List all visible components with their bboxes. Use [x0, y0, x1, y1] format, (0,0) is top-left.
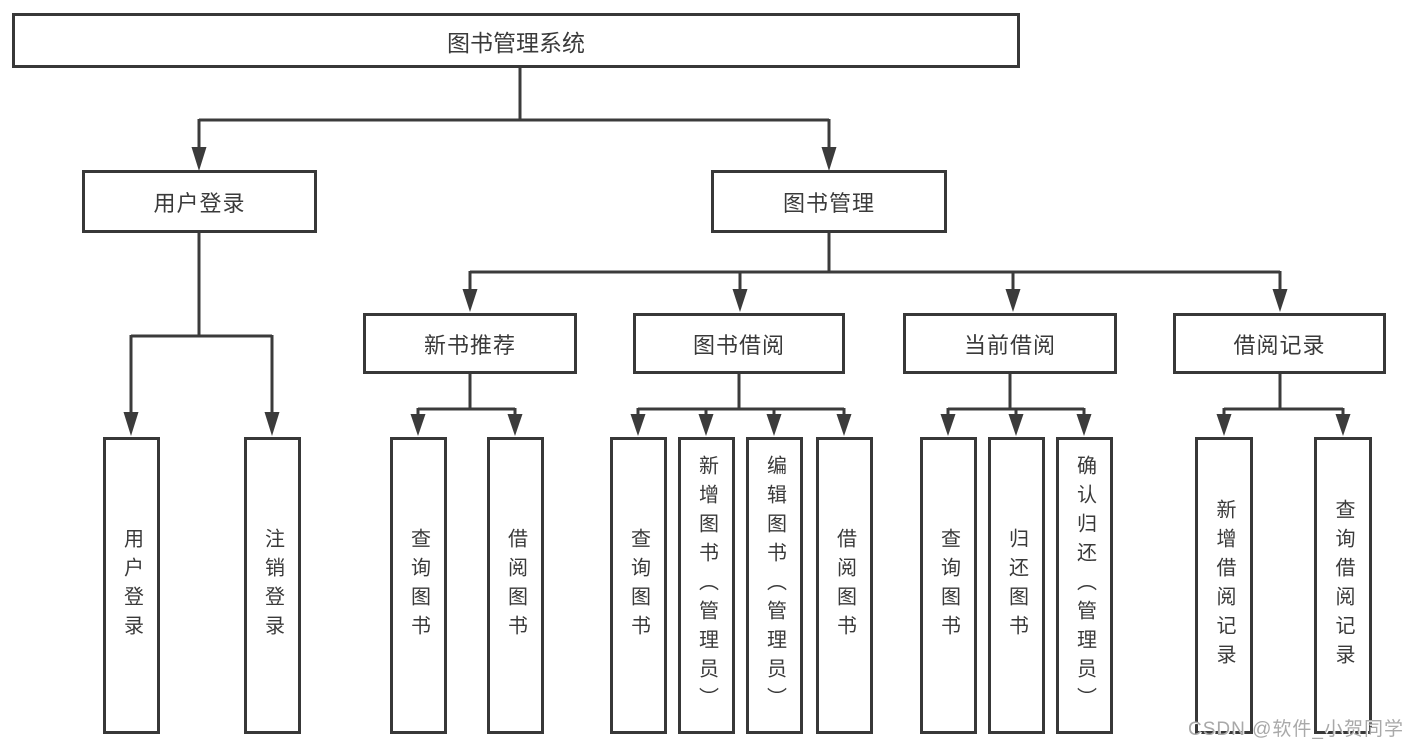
leaf-return-book: 归还图书 — [988, 437, 1045, 734]
leaf-query-book-current: 查询图书 — [920, 437, 977, 734]
arrowhead-icons — [123, 147, 1351, 436]
node-user-login: 用户登录 — [82, 170, 317, 233]
leaf-borrow-book-recommend: 借阅图书 — [487, 437, 544, 734]
node-library-system-root: 图书管理系统 — [12, 13, 1020, 68]
leaf-label: 编辑图书（管理员） — [763, 455, 786, 716]
leaf-label: 借阅图书 — [833, 527, 856, 644]
node-borrowing-records: 借阅记录 — [1173, 313, 1386, 374]
leaf-label: 查询图书 — [407, 527, 430, 644]
leaf-confirm-return-admin: 确认归还（管理员） — [1056, 437, 1113, 734]
leaf-label: 归还图书 — [1005, 527, 1028, 644]
node-label: 新书推荐 — [423, 332, 516, 358]
leaf-add-borrow-record: 新增借阅记录 — [1195, 437, 1253, 734]
leaf-logout: 注销登录 — [244, 437, 301, 734]
leaf-borrow-book: 借阅图书 — [816, 437, 873, 734]
leaf-label: 借阅图书 — [504, 527, 527, 644]
leaf-label: 查询图书 — [937, 527, 960, 644]
leaf-query-borrow-record: 查询借阅记录 — [1314, 437, 1372, 734]
leaf-label: 查询图书 — [627, 527, 650, 644]
node-label: 用户登录 — [153, 190, 246, 216]
node-label: 图书管理系统 — [447, 29, 585, 56]
node-label: 借阅记录 — [1233, 332, 1326, 358]
leaf-user-login: 用户登录 — [103, 437, 160, 734]
leaf-label: 注销登录 — [261, 527, 284, 644]
leaf-query-book-recommend: 查询图书 — [390, 437, 447, 734]
leaf-label: 新增图书（管理员） — [695, 455, 718, 716]
leaf-label: 确认归还（管理员） — [1073, 455, 1096, 716]
node-book-management: 图书管理 — [711, 170, 947, 233]
leaf-query-book-borrowing: 查询图书 — [610, 437, 667, 734]
leaf-add-book-admin: 新增图书（管理员） — [678, 437, 735, 734]
leaf-label: 新增借阅记录 — [1213, 498, 1235, 673]
leaf-edit-book-admin: 编辑图书（管理员） — [746, 437, 803, 734]
leaf-label: 用户登录 — [120, 527, 143, 644]
node-label: 图书借阅 — [692, 332, 785, 358]
csdn-watermark: CSDN @软件_小贺同学 — [1188, 719, 1404, 740]
node-new-book-recommendation: 新书推荐 — [363, 313, 577, 374]
node-label: 当前借阅 — [963, 332, 1056, 358]
node-book-borrowing: 图书借阅 — [633, 313, 845, 374]
node-label: 图书管理 — [782, 190, 875, 216]
leaf-label: 查询借阅记录 — [1332, 498, 1354, 673]
node-current-borrowing: 当前借阅 — [903, 313, 1117, 374]
